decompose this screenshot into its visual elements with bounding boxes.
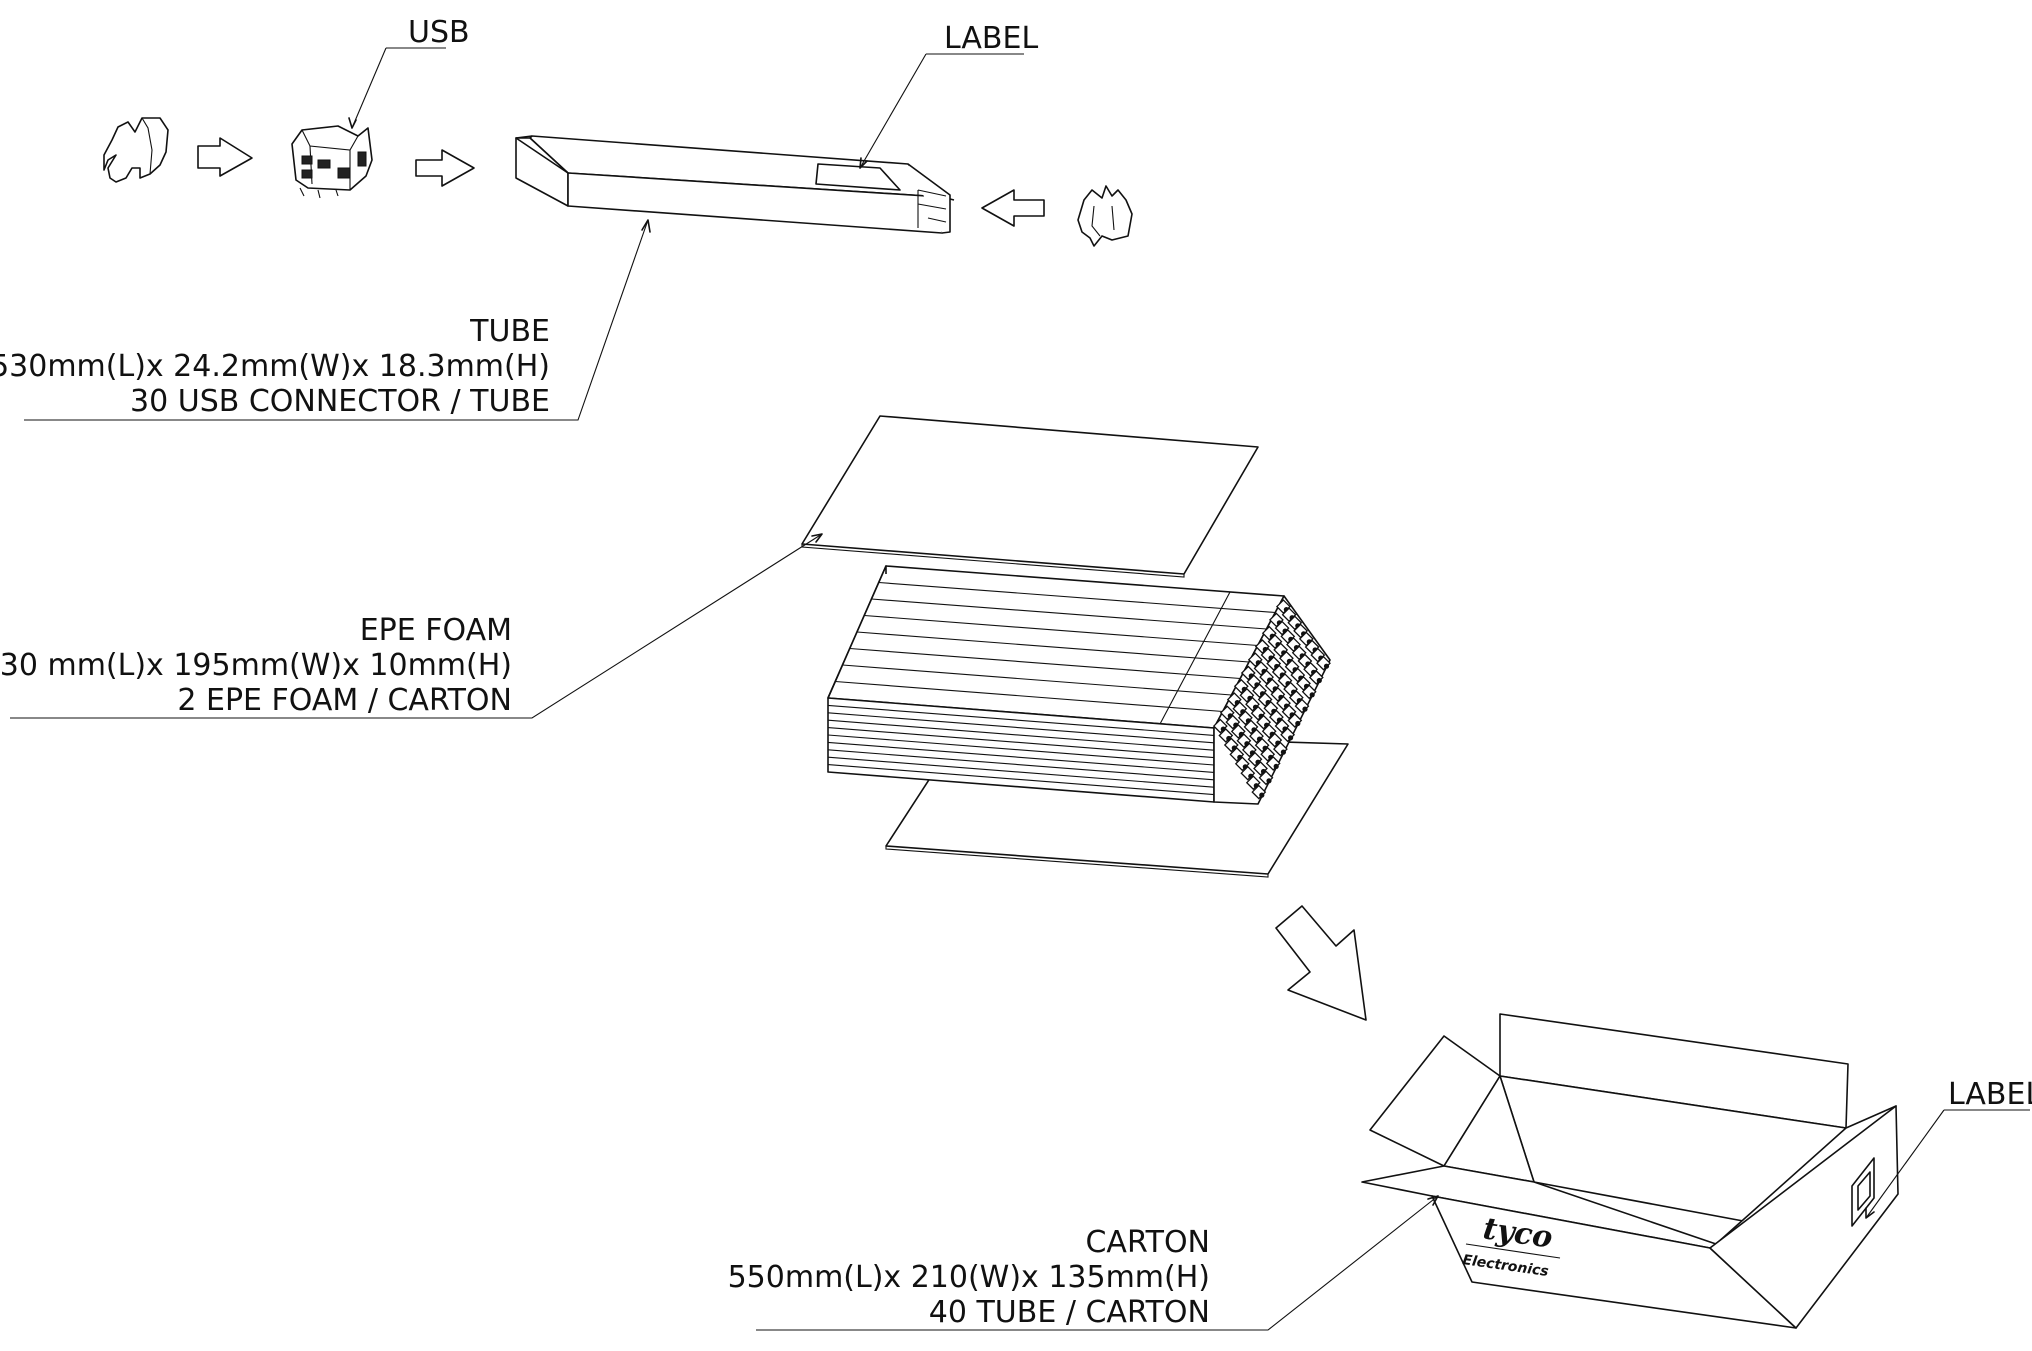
carton-callout: CARTON 550mm(L)x 210(W)x 135mm(H) 40 TUB… <box>728 1195 1439 1331</box>
tube-dimensions: 530mm(L)x 24.2mm(W)x 18.3mm(H) <box>0 349 550 384</box>
carton-label-callout: LABEL <box>1865 1077 2032 1219</box>
bundle-line <box>827 741 1215 773</box>
usb-callout: USB <box>348 15 470 129</box>
foam-dimensions: 530 mm(L)x 195mm(W)x 10mm(H) <box>0 648 512 683</box>
bundle-line <box>871 598 1267 630</box>
arrow-usb-to-tube <box>415 149 475 187</box>
arrow-plug-to-usb <box>197 137 253 177</box>
bundle-tube-end-shadow <box>1280 749 1286 755</box>
carton-quantity: 40 TUBE / CARTON <box>929 1295 1210 1330</box>
bundle-line <box>856 631 1250 663</box>
tube-quantity: 30 USB CONNECTOR / TUBE <box>130 384 550 419</box>
bundle-tube-end-shadow <box>1259 792 1265 798</box>
bundle-tube-lines <box>827 581 1276 796</box>
bundle-tube-end-shadow <box>1295 720 1301 727</box>
tube-bundle <box>827 565 1331 805</box>
carton-label-label: LABEL <box>1948 1077 2032 1112</box>
carton-title: CARTON <box>1085 1225 1210 1260</box>
tube-label-label: LABEL <box>944 21 1038 56</box>
bundle-line <box>827 764 1215 796</box>
arrow-to-carton <box>1275 905 1367 1021</box>
bundle-line <box>827 719 1215 751</box>
bundle-line <box>827 734 1215 766</box>
usb-label: USB <box>408 15 470 50</box>
bundle-line <box>849 647 1241 680</box>
bundle-line <box>835 680 1223 713</box>
bundle-line <box>827 704 1215 736</box>
tube <box>515 135 955 234</box>
bundle-line <box>878 581 1276 614</box>
bundle-tube-end-shadow <box>1302 706 1308 712</box>
bundle-tube-ends <box>1212 599 1331 800</box>
foam-title: EPE FOAM <box>360 613 512 648</box>
bundle-line <box>827 727 1215 759</box>
bundle-line <box>864 614 1258 647</box>
carton-dimensions: 550mm(L)x 210(W)x 135mm(H) <box>728 1260 1210 1295</box>
carton: tyco Electronics <box>1361 1013 1899 1329</box>
tube-label-callout: LABEL <box>859 21 1038 169</box>
bundle-line <box>1159 591 1231 725</box>
tube-callout: TUBE 530mm(L)x 24.2mm(W)x 18.3mm(H) 30 U… <box>0 219 651 421</box>
tube-title: TUBE <box>469 314 550 349</box>
bundle-line <box>842 664 1232 696</box>
foam-callout: EPE FOAM 530 mm(L)x 195mm(W)x 10mm(H) 2 … <box>0 533 823 719</box>
arrow-plug-to-tube <box>981 189 1045 227</box>
bundle-tube-end-shadow <box>1288 735 1294 741</box>
bundle-tube-end-shadow <box>1309 692 1315 698</box>
left-end-plug <box>103 117 169 183</box>
bundle-line <box>827 756 1215 788</box>
bundle-tube-end-shadow <box>1316 677 1322 684</box>
foam-quantity: 2 EPE FOAM / CARTON <box>177 683 512 718</box>
right-end-plug <box>1077 185 1133 247</box>
foam-top <box>801 415 1259 578</box>
bundle-tube-end-shadow <box>1266 778 1272 784</box>
bundle-tube-end-shadow <box>1323 663 1330 669</box>
bundle-tube-end-shadow <box>1273 763 1279 770</box>
bundle-line <box>827 712 1215 744</box>
usb-connector <box>291 125 373 199</box>
bundle-line <box>827 749 1215 781</box>
